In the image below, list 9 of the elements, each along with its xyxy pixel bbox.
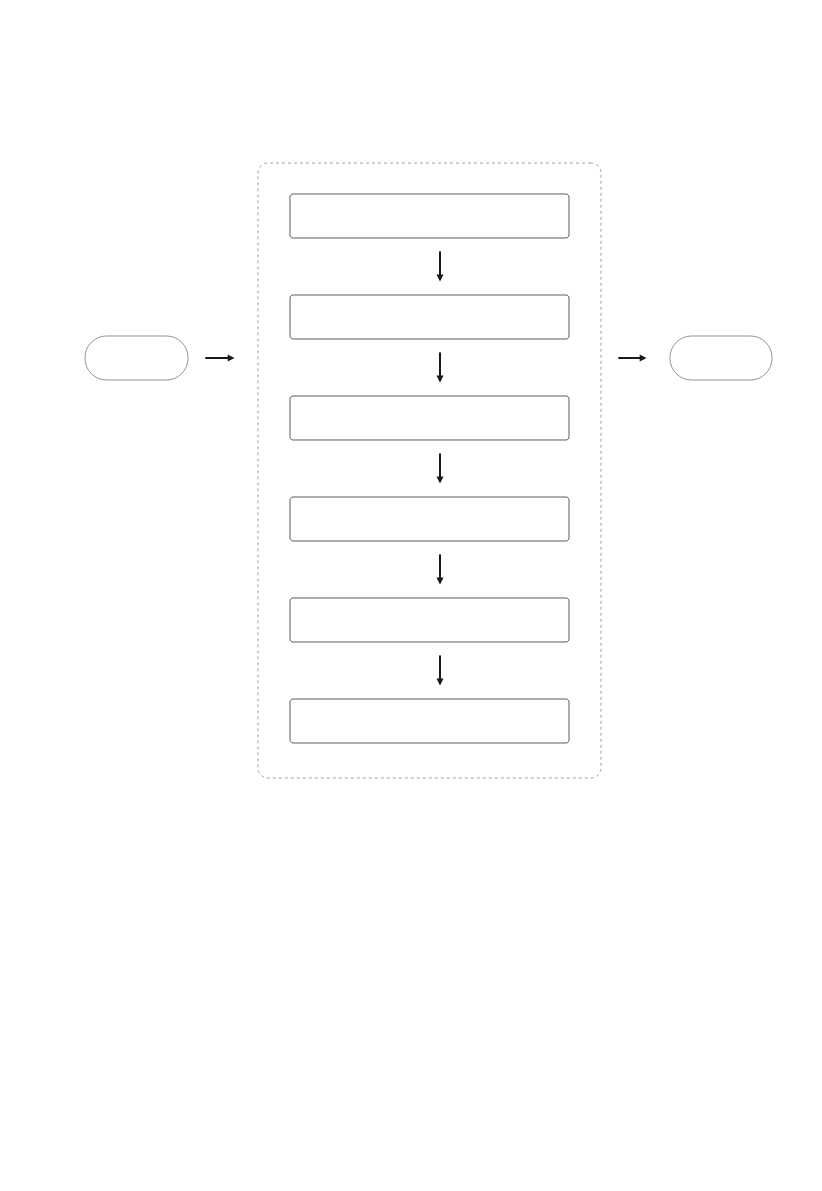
- group-frame: [257, 162, 602, 779]
- process-box: [289, 294, 570, 340]
- process-box: [289, 597, 570, 643]
- pill-shape: [84, 335, 189, 381]
- process-box: [289, 193, 570, 239]
- process-box: [289, 496, 570, 542]
- pill-shape: [669, 335, 773, 381]
- process-box: [289, 698, 570, 744]
- process-box: [289, 395, 570, 441]
